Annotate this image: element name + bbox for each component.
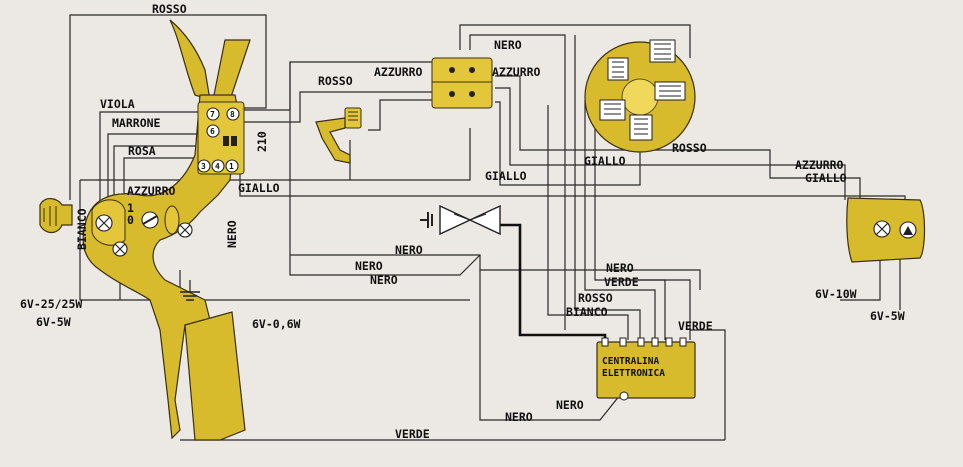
label-nero-f: NERO — [556, 398, 584, 412]
pin-7: 7 — [210, 110, 215, 119]
label-rosso-stator: ROSSO — [672, 141, 707, 155]
label-rosa: ROSA — [128, 144, 156, 158]
bulb-label-tail: 6V-5W — [870, 309, 905, 323]
label-rosso-switch: ROSSO — [318, 74, 353, 88]
cdi-label-line1: CENTRALINA — [602, 356, 659, 367]
cdi-unit — [596, 337, 696, 401]
switch-pos-0: 0 — [127, 213, 134, 227]
junction-connector — [431, 57, 493, 109]
label-nero-a: NERO — [395, 243, 423, 257]
label-bianco: BIANCO — [75, 208, 89, 250]
label-rosso-low: ROSSO — [578, 291, 613, 305]
label-nero-e: NERO — [505, 410, 533, 424]
bulb-label-headlight: 6V-25/25W — [20, 297, 82, 311]
label-verde-b: VERDE — [678, 319, 713, 333]
pin-3: 3 — [201, 162, 206, 171]
bulb-label-stop: 6V-10W — [815, 287, 857, 301]
bulb-labels: 6V-25/25W 6V-5W 6V-0,6W 6V-10W 6V-5W — [20, 287, 905, 331]
label-giallo-mid: GIALLO — [485, 169, 527, 183]
pin-4: 4 — [215, 162, 220, 171]
label-giallo-stator: GIALLO — [584, 154, 626, 168]
label-azzurro-conn-right: AZZURRO — [492, 65, 541, 79]
label-rosso-top: ROSSO — [152, 2, 187, 16]
pin-1: 1 — [229, 162, 234, 171]
horn-component — [39, 198, 73, 234]
label-nero-vertical: NERO — [225, 220, 239, 248]
label-terminal-210: 210 — [255, 131, 269, 152]
label-viola: VIOLA — [100, 97, 135, 111]
label-giallo-left: GIALLO — [238, 181, 280, 195]
cdi-label-line2: ELETTRONICA — [602, 368, 665, 379]
label-azzurro-left: AZZURRO — [127, 184, 176, 198]
label-bianco-low: BIANCO — [566, 305, 608, 319]
brake-switch — [315, 107, 362, 164]
lamp-symbols — [95, 205, 200, 301]
label-giallo-right: GIALLO — [805, 171, 847, 185]
label-verde-a: VERDE — [604, 275, 639, 289]
switch-pos-1: 1 — [127, 201, 134, 215]
label-marrone: MARRONE — [112, 116, 161, 130]
bulb-label-pilot: 6V-5W — [36, 315, 71, 329]
pin-6: 6 — [210, 127, 215, 136]
wire-labels: ROSSO VIOLA MARRONE ROSA AZZURRO GIALLO … — [75, 2, 847, 441]
label-verde-bottom: VERDE — [395, 427, 430, 441]
label-nero-c: NERO — [370, 273, 398, 287]
rear-light — [846, 197, 926, 263]
label-nero-top: NERO — [494, 38, 522, 52]
bulb-label-speedo: 6V-0,6W — [252, 317, 301, 331]
label-azzurro-right: AZZURRO — [795, 158, 844, 172]
stator-magneto — [584, 39, 696, 153]
label-nero-b: NERO — [355, 259, 383, 273]
pin-8: 8 — [230, 110, 235, 119]
label-nero-d: NERO — [606, 261, 634, 275]
horn-symbol — [420, 204, 501, 236]
label-azzurro-conn-left: AZZURRO — [374, 65, 423, 79]
handlebar-switch-block — [197, 101, 245, 175]
